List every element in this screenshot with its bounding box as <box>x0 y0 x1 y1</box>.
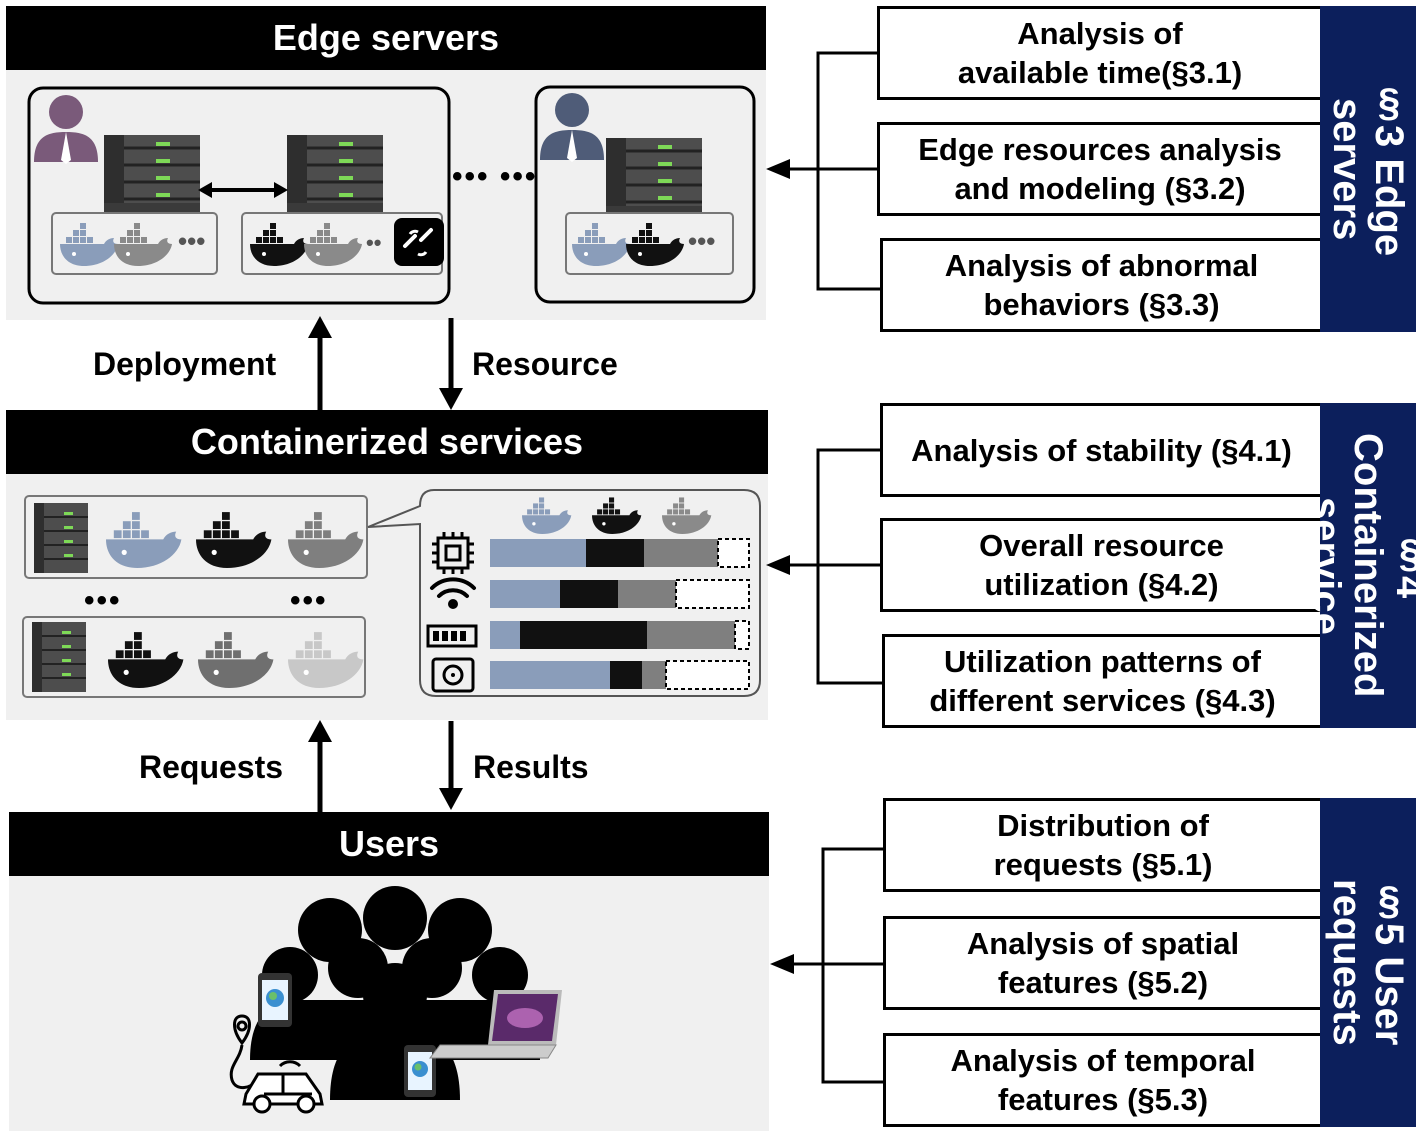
sync-arrow-icon <box>198 182 288 198</box>
ellipsis-icon: ••• <box>688 226 715 256</box>
row-ellipsis: ••• <box>84 584 122 617</box>
servers-ellipsis: ••• ••• <box>452 160 538 193</box>
containerized-services-header: Containerized services <box>6 410 768 474</box>
results-label: Results <box>473 749 589 785</box>
smartphone-icon <box>404 1045 436 1097</box>
containerized-services-illustration <box>22 489 761 698</box>
analysis-box: Analysis of temporal features (§5.3) <box>883 1033 1323 1127</box>
analysis-text: Distribution of requests (§5.1) <box>993 808 1213 882</box>
memory-usage-bar <box>490 620 750 650</box>
analysis-box: Utilization patterns of different servic… <box>882 634 1323 728</box>
laptop-icon <box>428 990 562 1059</box>
analysis-text: Analysis of stability (§4.1) <box>911 432 1292 468</box>
edge-servers-title: Edge servers <box>272 17 500 58</box>
analysis-box: Analysis of stability (§4.1) <box>880 403 1323 497</box>
analysis-text: Edge resources analysis and modeling (§3… <box>918 132 1282 206</box>
disk-icon <box>431 657 475 693</box>
requests-results-arrows <box>308 720 463 812</box>
users-title: Users <box>338 823 440 864</box>
analysis-text: Analysis of abnormal behaviors (§3.3) <box>944 248 1259 322</box>
resource-label: Resource <box>472 346 618 382</box>
containerized-services-title: Containerized services <box>190 421 584 462</box>
analysis-box: Analysis of spatial features (§5.2) <box>883 916 1323 1010</box>
section-tab-label: §3 Edge servers <box>1325 81 1411 257</box>
analysis-box: Overall resource utilization (§4.2) <box>880 518 1323 612</box>
analysis-box: Analysis of abnormal behaviors (§3.3) <box>880 238 1323 332</box>
container-ellipsis: ••• <box>290 584 328 617</box>
edge-servers-header: Edge servers <box>6 6 766 70</box>
requests-label: Requests <box>139 749 284 785</box>
section-tab-label: §5 User requests <box>1325 879 1411 1046</box>
edge-servers-illustration: ••• •• ••• <box>27 85 756 305</box>
cpu-icon <box>432 532 474 574</box>
section-tab-containerized-service: §4 Containerized service <box>1304 403 1420 728</box>
analysis-box: Edge resources analysis and modeling (§3… <box>877 122 1323 216</box>
broken-link-icon <box>394 218 444 266</box>
disk-usage-bar <box>490 660 750 690</box>
analysis-text: Overall resource utilization (§4.2) <box>979 528 1224 602</box>
analysis-box: Distribution of requests (§5.1) <box>883 798 1323 892</box>
section-tab-label: §4 Containerized service <box>1304 433 1420 698</box>
analysis-box: Analysis of available time(§3.1) <box>877 6 1323 100</box>
wifi-icon <box>430 577 476 609</box>
analysis-text: Analysis of spatial features (§5.2) <box>966 926 1240 1000</box>
car-icon <box>242 1040 324 1114</box>
analysis-text: Analysis of available time(§3.1) <box>957 16 1243 90</box>
analysis-text: Utilization patterns of different servic… <box>929 644 1276 718</box>
deployment-resource-arrows <box>308 316 463 410</box>
deployment-label: Deployment <box>93 346 277 382</box>
ellipsis-icon: ••• <box>178 226 205 256</box>
users-illustration <box>229 886 562 1114</box>
smartphone-icon <box>258 973 292 1027</box>
ellipsis-icon: •• <box>366 230 381 255</box>
section-tab-edge-servers: §3 Edge servers <box>1320 6 1416 332</box>
section-tab-user-requests: §5 User requests <box>1320 798 1416 1127</box>
network-usage-bar <box>490 579 750 609</box>
cpu-usage-bar <box>490 538 750 568</box>
analysis-text: Analysis of temporal features (§5.3) <box>950 1043 1256 1117</box>
users-header: Users <box>9 812 769 876</box>
memory-icon <box>426 624 478 648</box>
